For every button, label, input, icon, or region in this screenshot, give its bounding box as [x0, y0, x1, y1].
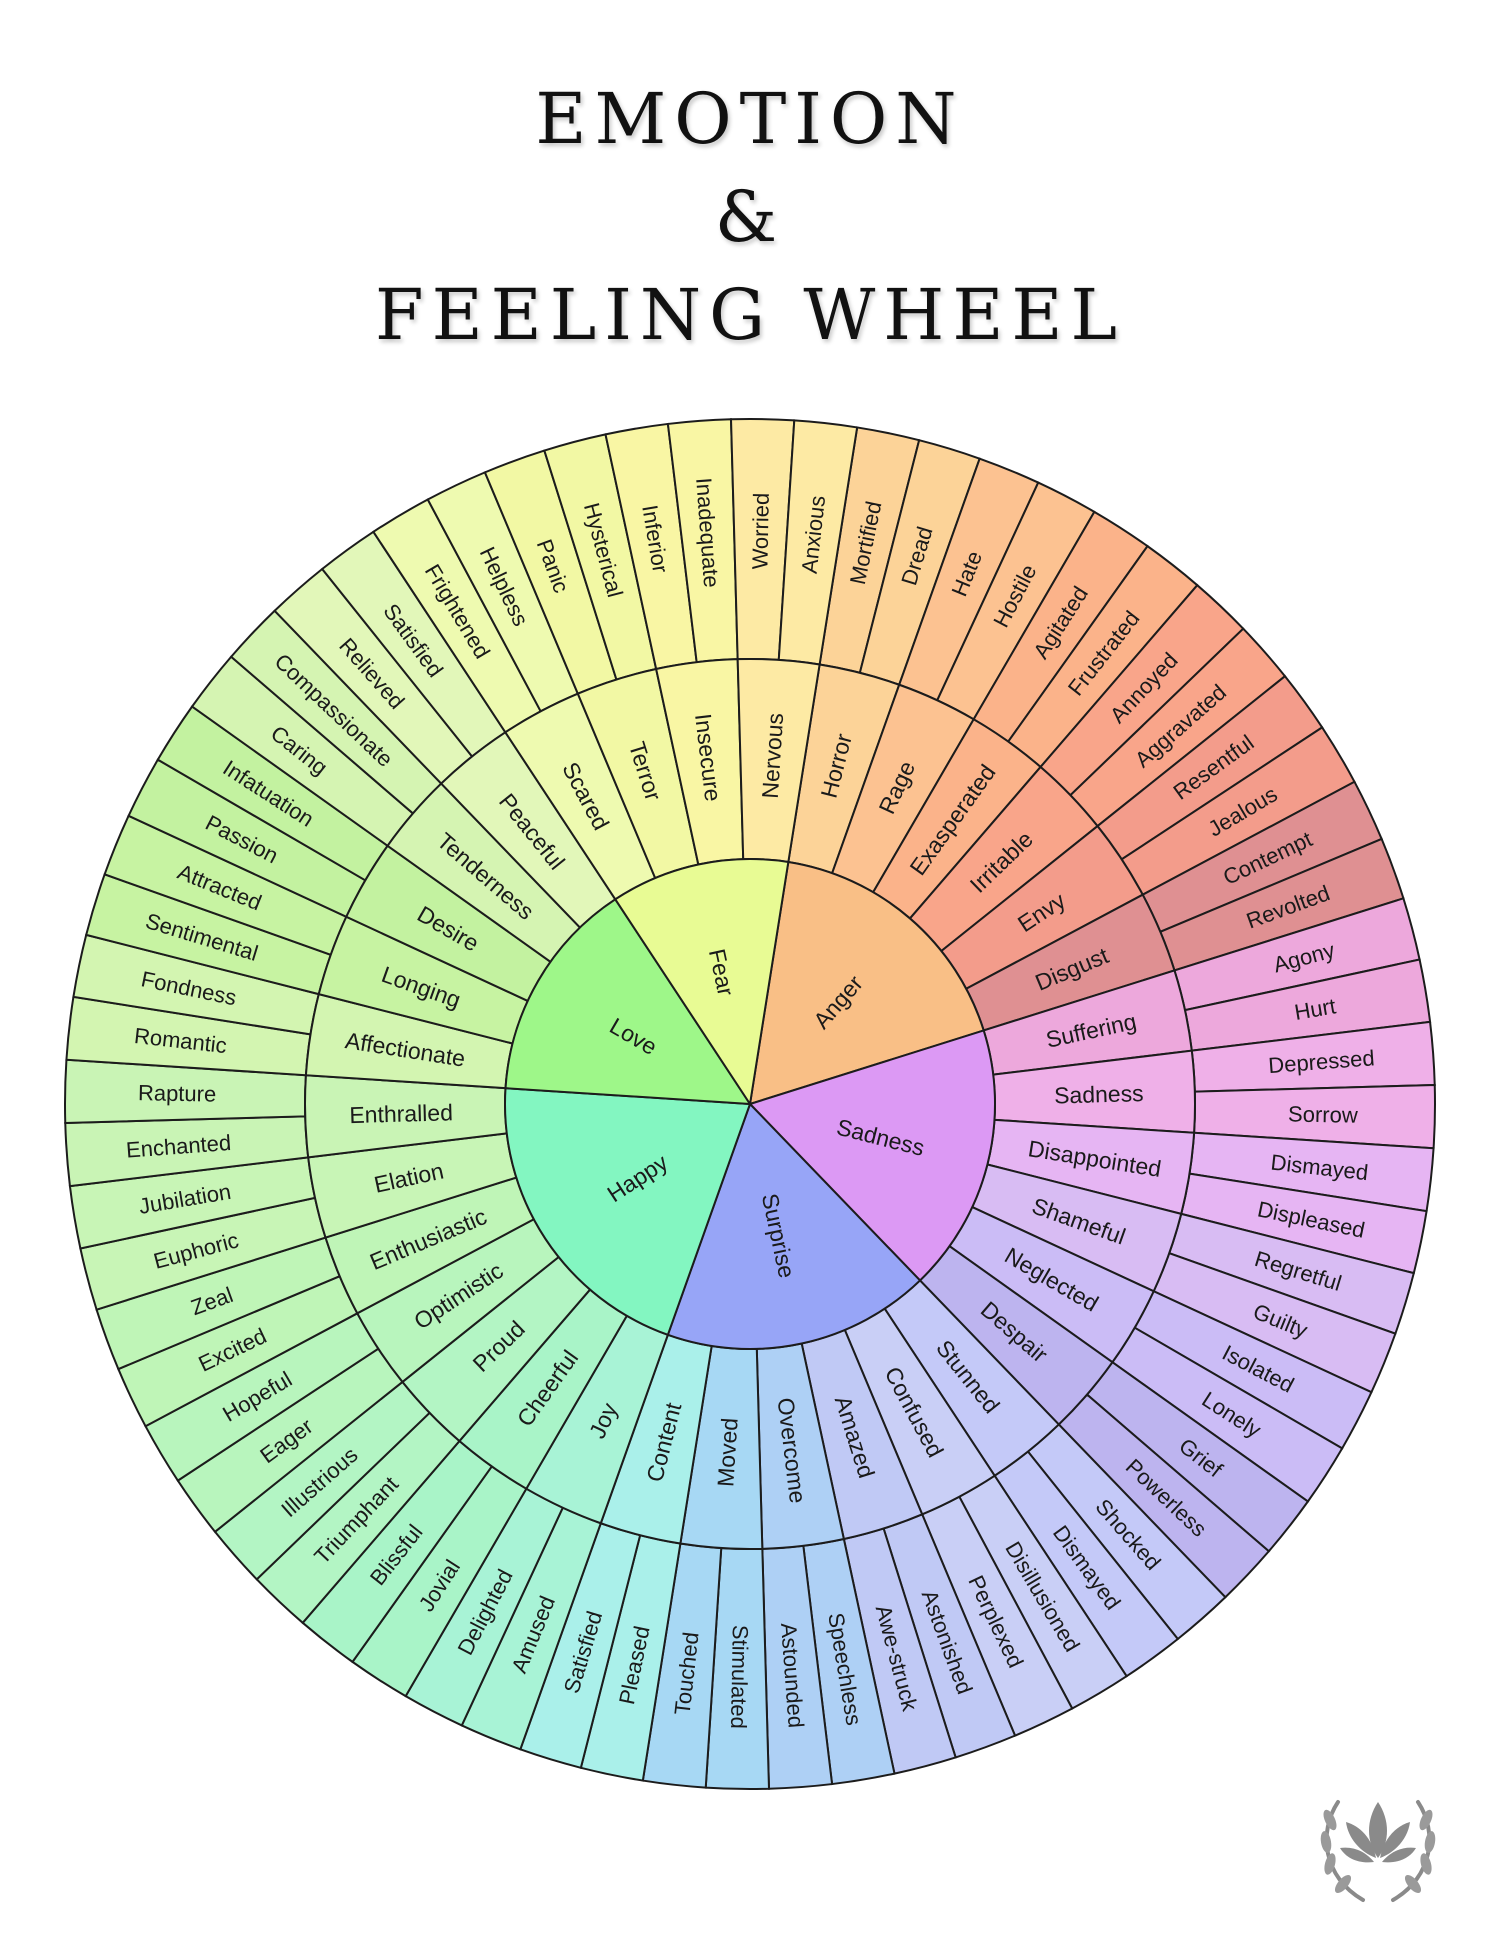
feeling-label-sadness: Sadness — [1054, 1080, 1144, 1108]
outer-label-rapture: Rapture — [138, 1080, 217, 1106]
core-segment-fear — [613, 858, 790, 1107]
title-line-2: & — [714, 176, 786, 258]
core-segment-surprise — [666, 1102, 922, 1350]
feeling-label-nervous: Nervous — [757, 712, 788, 799]
core-segment-happy — [504, 1087, 752, 1337]
lotus-laurel-icon — [1320, 1800, 1436, 1902]
feeling-label-moved: Moved — [712, 1417, 742, 1488]
core-segment-love — [504, 897, 752, 1106]
core-segment-sadness — [748, 1029, 996, 1282]
outer-label-worried: Worried — [747, 493, 773, 570]
title-line-1: EMOTION — [535, 78, 965, 160]
page-title: EMOTION & FEELING WHEEL — [0, 70, 1500, 364]
core-segment-anger — [748, 860, 985, 1106]
title-line-3: FEELING WHEEL — [375, 274, 1125, 356]
outer-label-stimulated: Stimulated — [726, 1625, 753, 1729]
outer-label-sorrow: Sorrow — [1288, 1101, 1358, 1127]
feeling-label-enthralled: Enthralled — [349, 1099, 453, 1128]
